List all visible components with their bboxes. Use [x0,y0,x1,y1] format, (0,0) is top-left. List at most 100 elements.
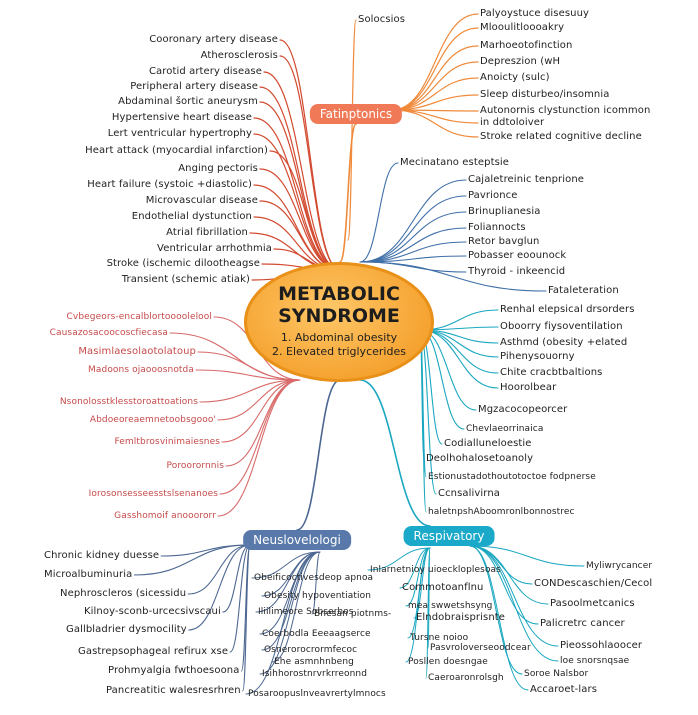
connector-line [419,329,499,389]
label-endocrine: Pavrionce [468,190,518,201]
label-endocrine: Cajaletreinic tenprione [468,174,585,185]
connector-line [391,27,479,111]
label-cardio: Transient (schemic atiak) [121,274,250,285]
hub-top: Fatinptonics [309,104,403,124]
connector-line [339,123,357,263]
connector-line [242,544,251,692]
label-renal-gi: Gastrepsophageal refirux xse [78,646,229,657]
label-sleep: Iliilimeore Sobserhos [258,607,354,617]
label-endocrine: Mecinatano esteptsie [400,157,510,168]
connector-line [405,547,431,663]
label-resp-mid: Oboorry fiysoventilation [500,321,623,332]
label-cardio: Stroke (ischemic dilootheagse [106,258,260,269]
label-cancer-right: Pasoolmetcanics [550,598,635,609]
label-resp-mid: Asthmd (obesity +elated [500,337,628,348]
center-node: METABOLIC SYNDROME 1. Abdominal obesity … [244,262,434,382]
label-renal-gi: Gallbladrier dysmocility [66,624,187,635]
label-neuro: Autonornis clystunction icommon [480,105,651,116]
center-title-line1: METABOLIC [278,283,400,305]
connector-line [425,547,431,679]
label-neuro: Palyoystuce disesuuy [480,8,590,19]
connector-line [359,211,467,263]
connector-line [199,379,301,403]
label-neuro: Sleep disturbeo/insomnia [480,89,610,100]
connector-line [271,551,321,663]
label-cardio: Anging pectoris [178,163,258,174]
label-sleep: Coerbodla Eeeaagserce [262,629,371,639]
label-pink: Femltbrosvinimaiesnes [114,437,220,447]
label-pink: Abdoeoreaemnetoobsgooo' [89,415,216,425]
hub-left: Neuslovelologi [243,530,351,550]
label-cardio: Atrial fibrillation [166,227,248,238]
connector-line [469,545,529,691]
label-top-single: Solocsios [358,14,406,25]
label-cardio: Ventricular arrhothmia [157,243,272,254]
label-pink: Poroorornnis [166,461,224,471]
label-pink: Madoons ojaooosnotda [88,365,194,375]
connector-line [195,369,301,381]
label-sleep: Obeificoctivesdeop apnoa [254,573,374,583]
connector-line [359,162,399,263]
connector-line [251,551,321,579]
label-resp-mid: Codialluneloestie [444,438,532,449]
label-resp-mid: Deolhohalosetoanoly [426,453,534,464]
label-cardio: Cooronary artery disease [149,34,278,45]
label-cancer-left: mea swwetshsyng [408,601,493,611]
connector-line [296,379,341,531]
label-endocrine: Thyroid - inkeencid [468,266,566,277]
label-resp-mid: Mgzacocopeorcer [478,404,568,415]
connector-line [347,19,357,241]
label-cardio: Endothelial dystunction [131,211,252,222]
connector-line [469,545,523,675]
label-sleep: Ehe asmnhnbeng [274,657,354,667]
connector-line [255,551,321,613]
label-neuro: in ddtoloiver [480,117,545,128]
label-cancer-right: loe snorsnqsae [560,656,630,666]
connector-line [359,179,467,263]
label-resp-mid: Chite cracbtbaltions [500,367,603,378]
label-endocrine: Retor bavglun [468,236,540,247]
connector-line [391,13,479,111]
connector-line [221,379,301,443]
label-cardio: Hypertensive heart disease [111,112,252,123]
connector-line [469,545,585,567]
connector-line [253,184,341,271]
label-pink: Causazosacoocoscfiecasa [49,328,168,338]
connector-line [311,551,321,615]
connector-line [391,45,479,111]
label-cancer-left: Caeroaronrolsgh [428,673,504,683]
label-resp-mid: Renhal elepsical drsorders [500,304,635,315]
label-renal-gi: Chronic kidney duesse [44,550,160,561]
connector-line [217,379,301,517]
connector-line [188,544,251,631]
connector-line [359,261,547,292]
label-endocrine: Pobasser eoounock [468,250,567,261]
label-pink: Gasshomoif anooororr [114,511,216,521]
connector-line [259,101,341,271]
label-cancer-right: CONDescaschien/Cecol [534,578,653,589]
connector-line [225,379,301,467]
label-resp-mid: Pihenysouorny [500,351,575,362]
connector-line [217,379,301,421]
label-resp-mid: Ccnsalivirna [438,488,501,499]
label-cardio: Microvascular disease [145,195,258,206]
label-sleep: Obesity hypoventiation [264,591,372,601]
label-pink: Masimlaesolaotolatoup [78,346,196,357]
label-cancer-left: Pasvroloverseoodcear [430,643,531,653]
label-pink: Nsonolosstklesstoroattoations [59,397,198,407]
label-cancer-right: Soroe Nalsbor [524,669,589,679]
connector-line [197,351,301,381]
label-endocrine: Foliannocts [468,222,526,233]
connector-line [279,55,341,271]
center-criteria-1: 1. Abdominal obesity [280,331,398,344]
label-resp-mid: haletnpshAboomronlbonnostrec [428,507,575,517]
connector-line [391,109,479,124]
label-pink: Iorosonsesseesstslsenanoes [88,489,218,499]
label-cardio: Heart attack (myocardial infarction) [85,145,268,156]
label-sleep: Isihhorostnrvrkrreonnd [262,669,368,679]
connector-line [187,544,251,595]
label-cancer-left: Inlarnetnioy uioeckloplesoas [370,565,501,575]
label-resp-mid: Estionustadothoutotoctoe fodpnerse [428,472,596,482]
label-neuro: Mlooulitloooakry [480,22,565,33]
